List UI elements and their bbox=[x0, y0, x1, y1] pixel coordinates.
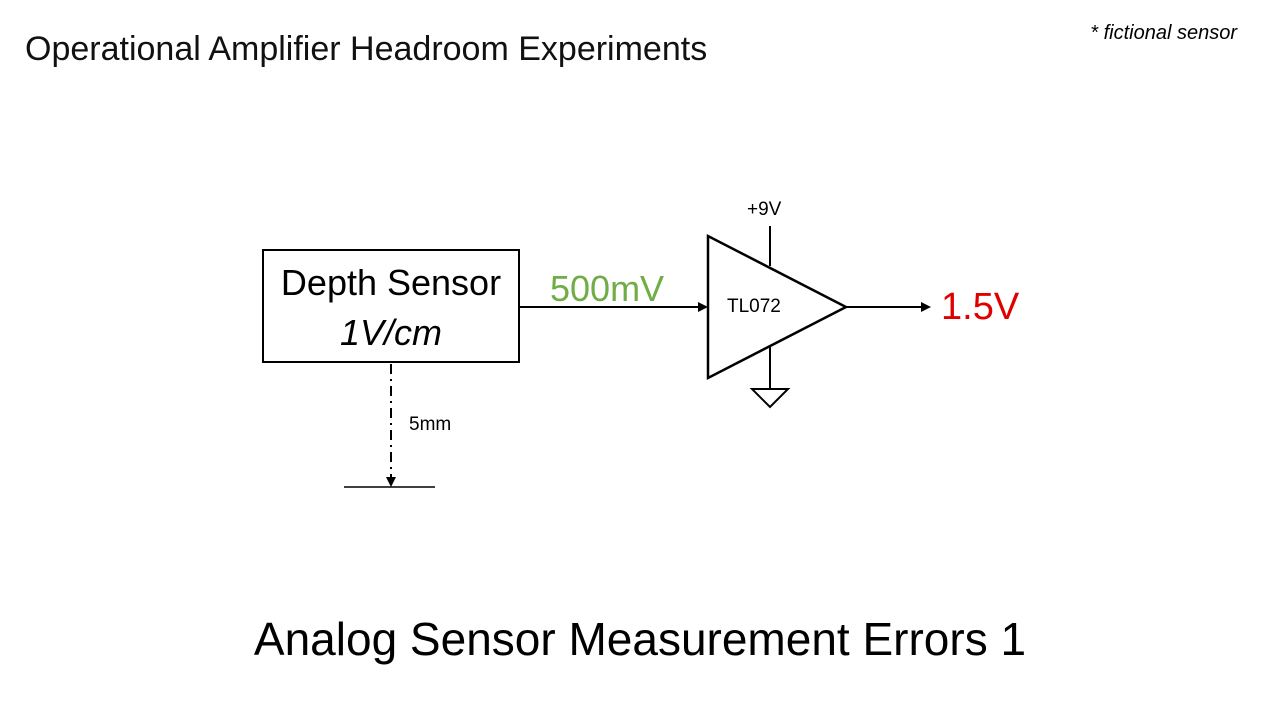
bottom-title: Analog Sensor Measurement Errors 1 bbox=[253, 613, 1027, 665]
distance-arrowhead bbox=[386, 477, 396, 487]
supply-voltage-label: +9V bbox=[747, 199, 782, 220]
sensor-name: Depth Sensor bbox=[280, 262, 502, 303]
sensor-spec: 1V/cm bbox=[339, 312, 443, 353]
output-voltage-label: 1.5V bbox=[941, 286, 1020, 328]
input-voltage-label: 500mV bbox=[550, 268, 665, 309]
input-arrowhead bbox=[698, 302, 708, 312]
ground-symbol bbox=[749, 388, 791, 409]
distance-label: 5mm bbox=[409, 414, 452, 435]
output-arrowhead bbox=[921, 302, 931, 312]
sensor-box bbox=[262, 249, 520, 363]
opamp-triangle bbox=[706, 233, 849, 381]
footnote: * fictional sensor bbox=[1090, 22, 1237, 44]
opamp-part-label: TL072 bbox=[727, 296, 781, 317]
slide-title: Operational Amplifier Headroom Experimen… bbox=[25, 30, 708, 68]
